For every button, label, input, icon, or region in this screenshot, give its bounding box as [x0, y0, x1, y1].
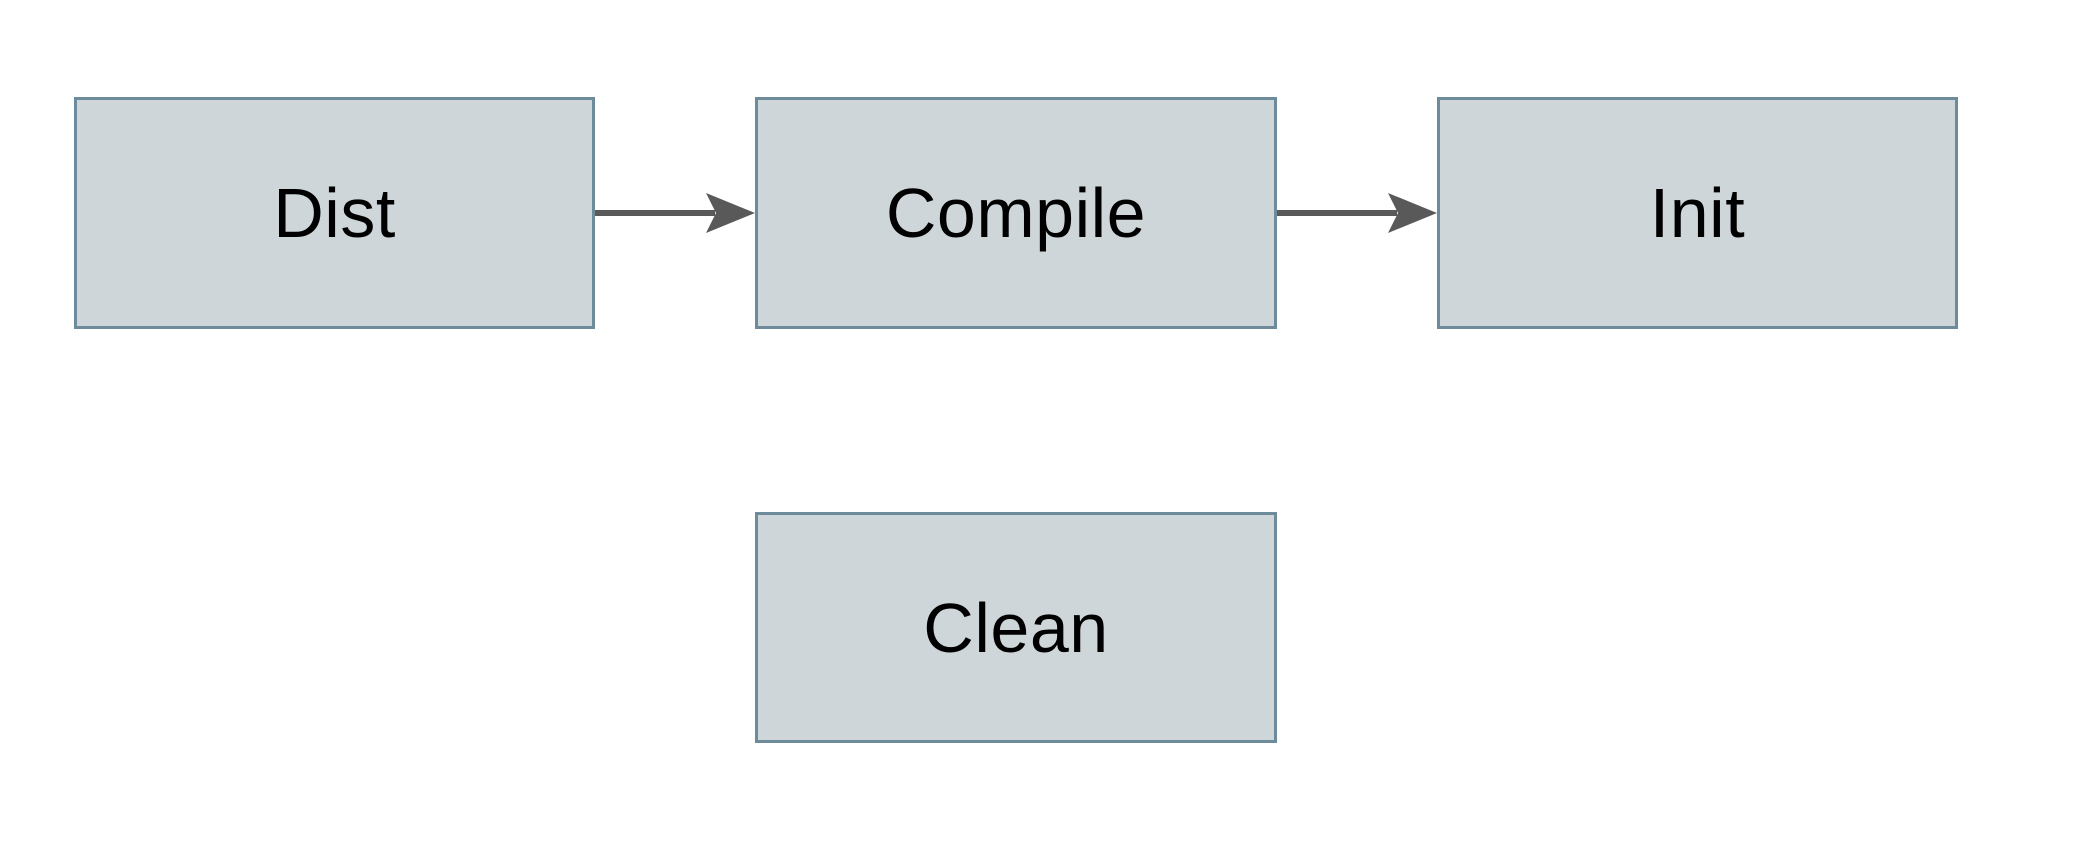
edge-dist-to-compile-arrowhead — [706, 193, 755, 233]
node-dist[interactable]: Dist — [74, 97, 595, 329]
node-clean[interactable]: Clean — [755, 512, 1277, 743]
node-clean-label: Clean — [923, 588, 1109, 667]
edge-compile-to-init[interactable] — [1277, 193, 1437, 233]
node-compile-label: Compile — [885, 174, 1147, 252]
edge-compile-to-init-arrowhead — [1388, 193, 1437, 233]
node-init[interactable]: Init — [1437, 97, 1958, 329]
edge-dist-to-compile[interactable] — [595, 193, 755, 233]
node-dist-label: Dist — [273, 174, 396, 252]
node-compile[interactable]: Compile — [755, 97, 1277, 329]
node-init-label: Init — [1649, 174, 1746, 252]
